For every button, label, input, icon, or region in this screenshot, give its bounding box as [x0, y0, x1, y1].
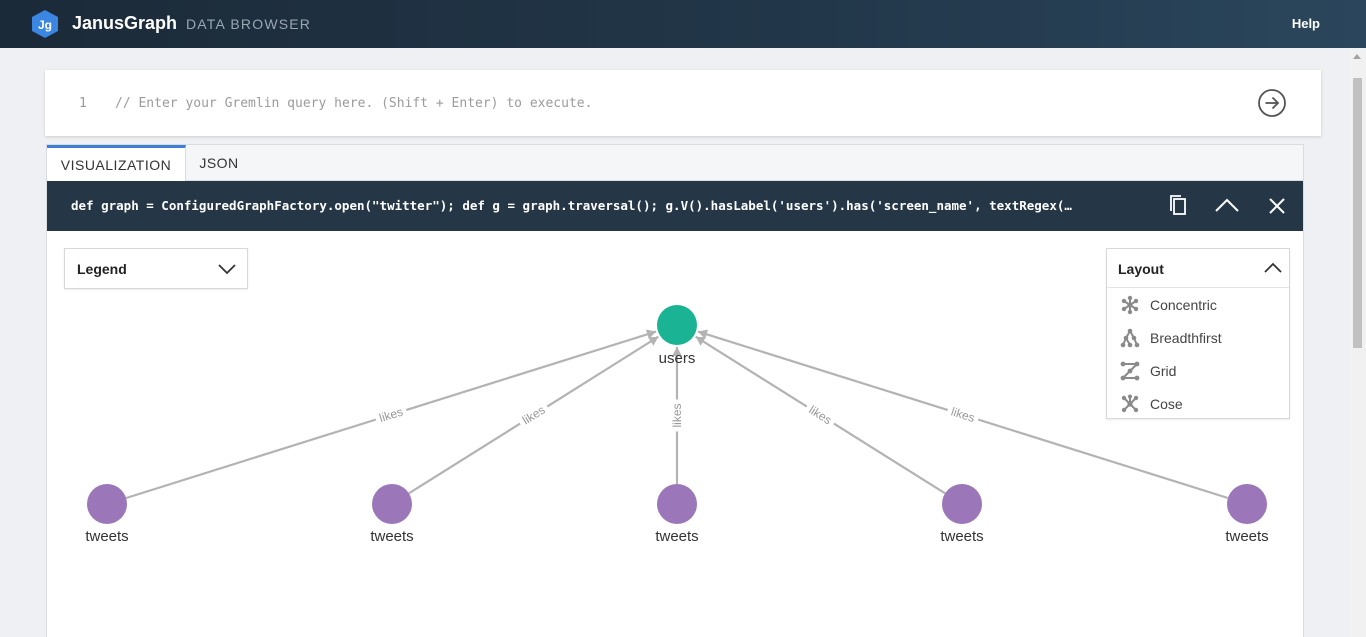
layout-option-label: Breadthfirst	[1150, 330, 1222, 346]
node-label: tweets	[370, 528, 413, 545]
query-editor: 1	[45, 70, 1321, 136]
run-query-button[interactable]	[1257, 88, 1287, 118]
results-panel: VISUALIZATION JSON def graph = Configure…	[46, 144, 1304, 637]
layout-option-grid[interactable]: Grid	[1107, 354, 1289, 387]
layout-option-label: Grid	[1150, 363, 1177, 379]
cose-icon	[1120, 394, 1140, 414]
edge-label-bg	[516, 400, 551, 429]
edge-label-bg	[803, 400, 838, 429]
layout-option-cose[interactable]: Cose	[1107, 387, 1289, 420]
node-label: tweets	[85, 528, 128, 545]
close-result-button[interactable]	[1264, 193, 1290, 219]
edge-arrowhead	[648, 336, 659, 346]
layout-option-label: Concentric	[1150, 297, 1217, 313]
collapse-result-button[interactable]	[1214, 193, 1240, 219]
node-label: tweets	[940, 528, 983, 545]
brand-title[interactable]: JanusGraph	[72, 13, 178, 33]
chevron-down-icon	[217, 259, 237, 279]
legend-label: Legend	[77, 261, 127, 277]
scroll-thumb[interactable]	[1353, 78, 1362, 348]
copy-query-button[interactable]	[1166, 193, 1192, 219]
edge-arrowhead	[697, 329, 709, 340]
tab-json[interactable]: JSON	[199, 155, 239, 171]
concentric-icon	[1120, 295, 1140, 315]
executed-query-bar: def graph = ConfiguredGraphFactory.open(…	[47, 181, 1303, 231]
chevron-up-icon	[1263, 258, 1283, 278]
edge-label: likes	[670, 403, 684, 427]
edge-arrowhead	[645, 329, 657, 340]
graph-nodes: users tweets tweets tweets tweets tweets	[85, 305, 1269, 545]
graph-node-tweets[interactable]	[87, 484, 127, 524]
graph-node-tweets[interactable]	[657, 484, 697, 524]
layout-title: Layout	[1118, 261, 1164, 277]
line-number: 1	[79, 96, 87, 111]
graph-node-tweets[interactable]	[942, 484, 982, 524]
edge-label-bg	[670, 399, 683, 432]
arrow-circle-right-icon	[1258, 89, 1286, 117]
logo-text: Jg	[38, 18, 52, 32]
graph-node-tweets[interactable]	[1227, 484, 1267, 524]
executed-query-text: def graph = ConfiguredGraphFactory.open(…	[71, 198, 1072, 213]
layout-header[interactable]: Layout	[1107, 249, 1289, 288]
node-label: tweets	[655, 528, 698, 545]
scroll-up-arrow-icon[interactable]	[1353, 54, 1361, 59]
graph-node-tweets[interactable]	[372, 484, 412, 524]
edge-label: likes	[949, 405, 976, 426]
page-scrollbar[interactable]	[1349, 48, 1366, 637]
brand-subtitle: DATA BROWSER	[186, 16, 312, 32]
layout-panel: Layout Concentric	[1106, 248, 1290, 419]
top-navbar: Jg JanusGraph DATA BROWSER Help	[0, 0, 1366, 48]
edge-arrowhead	[695, 336, 706, 346]
node-label: users	[659, 350, 696, 367]
chevron-up-icon	[1215, 198, 1239, 212]
help-link[interactable]: Help	[1291, 16, 1320, 31]
copy-icon	[1170, 195, 1186, 215]
layout-option-breadthfirst[interactable]: Breadthfirst	[1107, 321, 1289, 354]
graph-node-users[interactable]	[657, 305, 697, 345]
tab-visualization[interactable]: VISUALIZATION	[47, 145, 186, 182]
layout-option-concentric[interactable]: Concentric	[1107, 288, 1289, 321]
grid-icon	[1120, 361, 1140, 381]
breadthfirst-icon	[1120, 328, 1140, 348]
janusgraph-logo-icon[interactable]: Jg	[31, 9, 59, 39]
edge-arrowhead	[672, 347, 682, 356]
close-icon	[1269, 198, 1285, 214]
legend-dropdown[interactable]: Legend	[64, 248, 248, 289]
result-tabs: VISUALIZATION JSON	[47, 145, 1303, 182]
layout-option-label: Cose	[1150, 396, 1183, 412]
gremlin-query-input[interactable]	[115, 88, 1235, 118]
edge-label-bg	[945, 403, 981, 426]
node-label: tweets	[1225, 528, 1268, 545]
edge-label-bg	[373, 403, 409, 426]
edge-label: likes	[377, 405, 404, 426]
